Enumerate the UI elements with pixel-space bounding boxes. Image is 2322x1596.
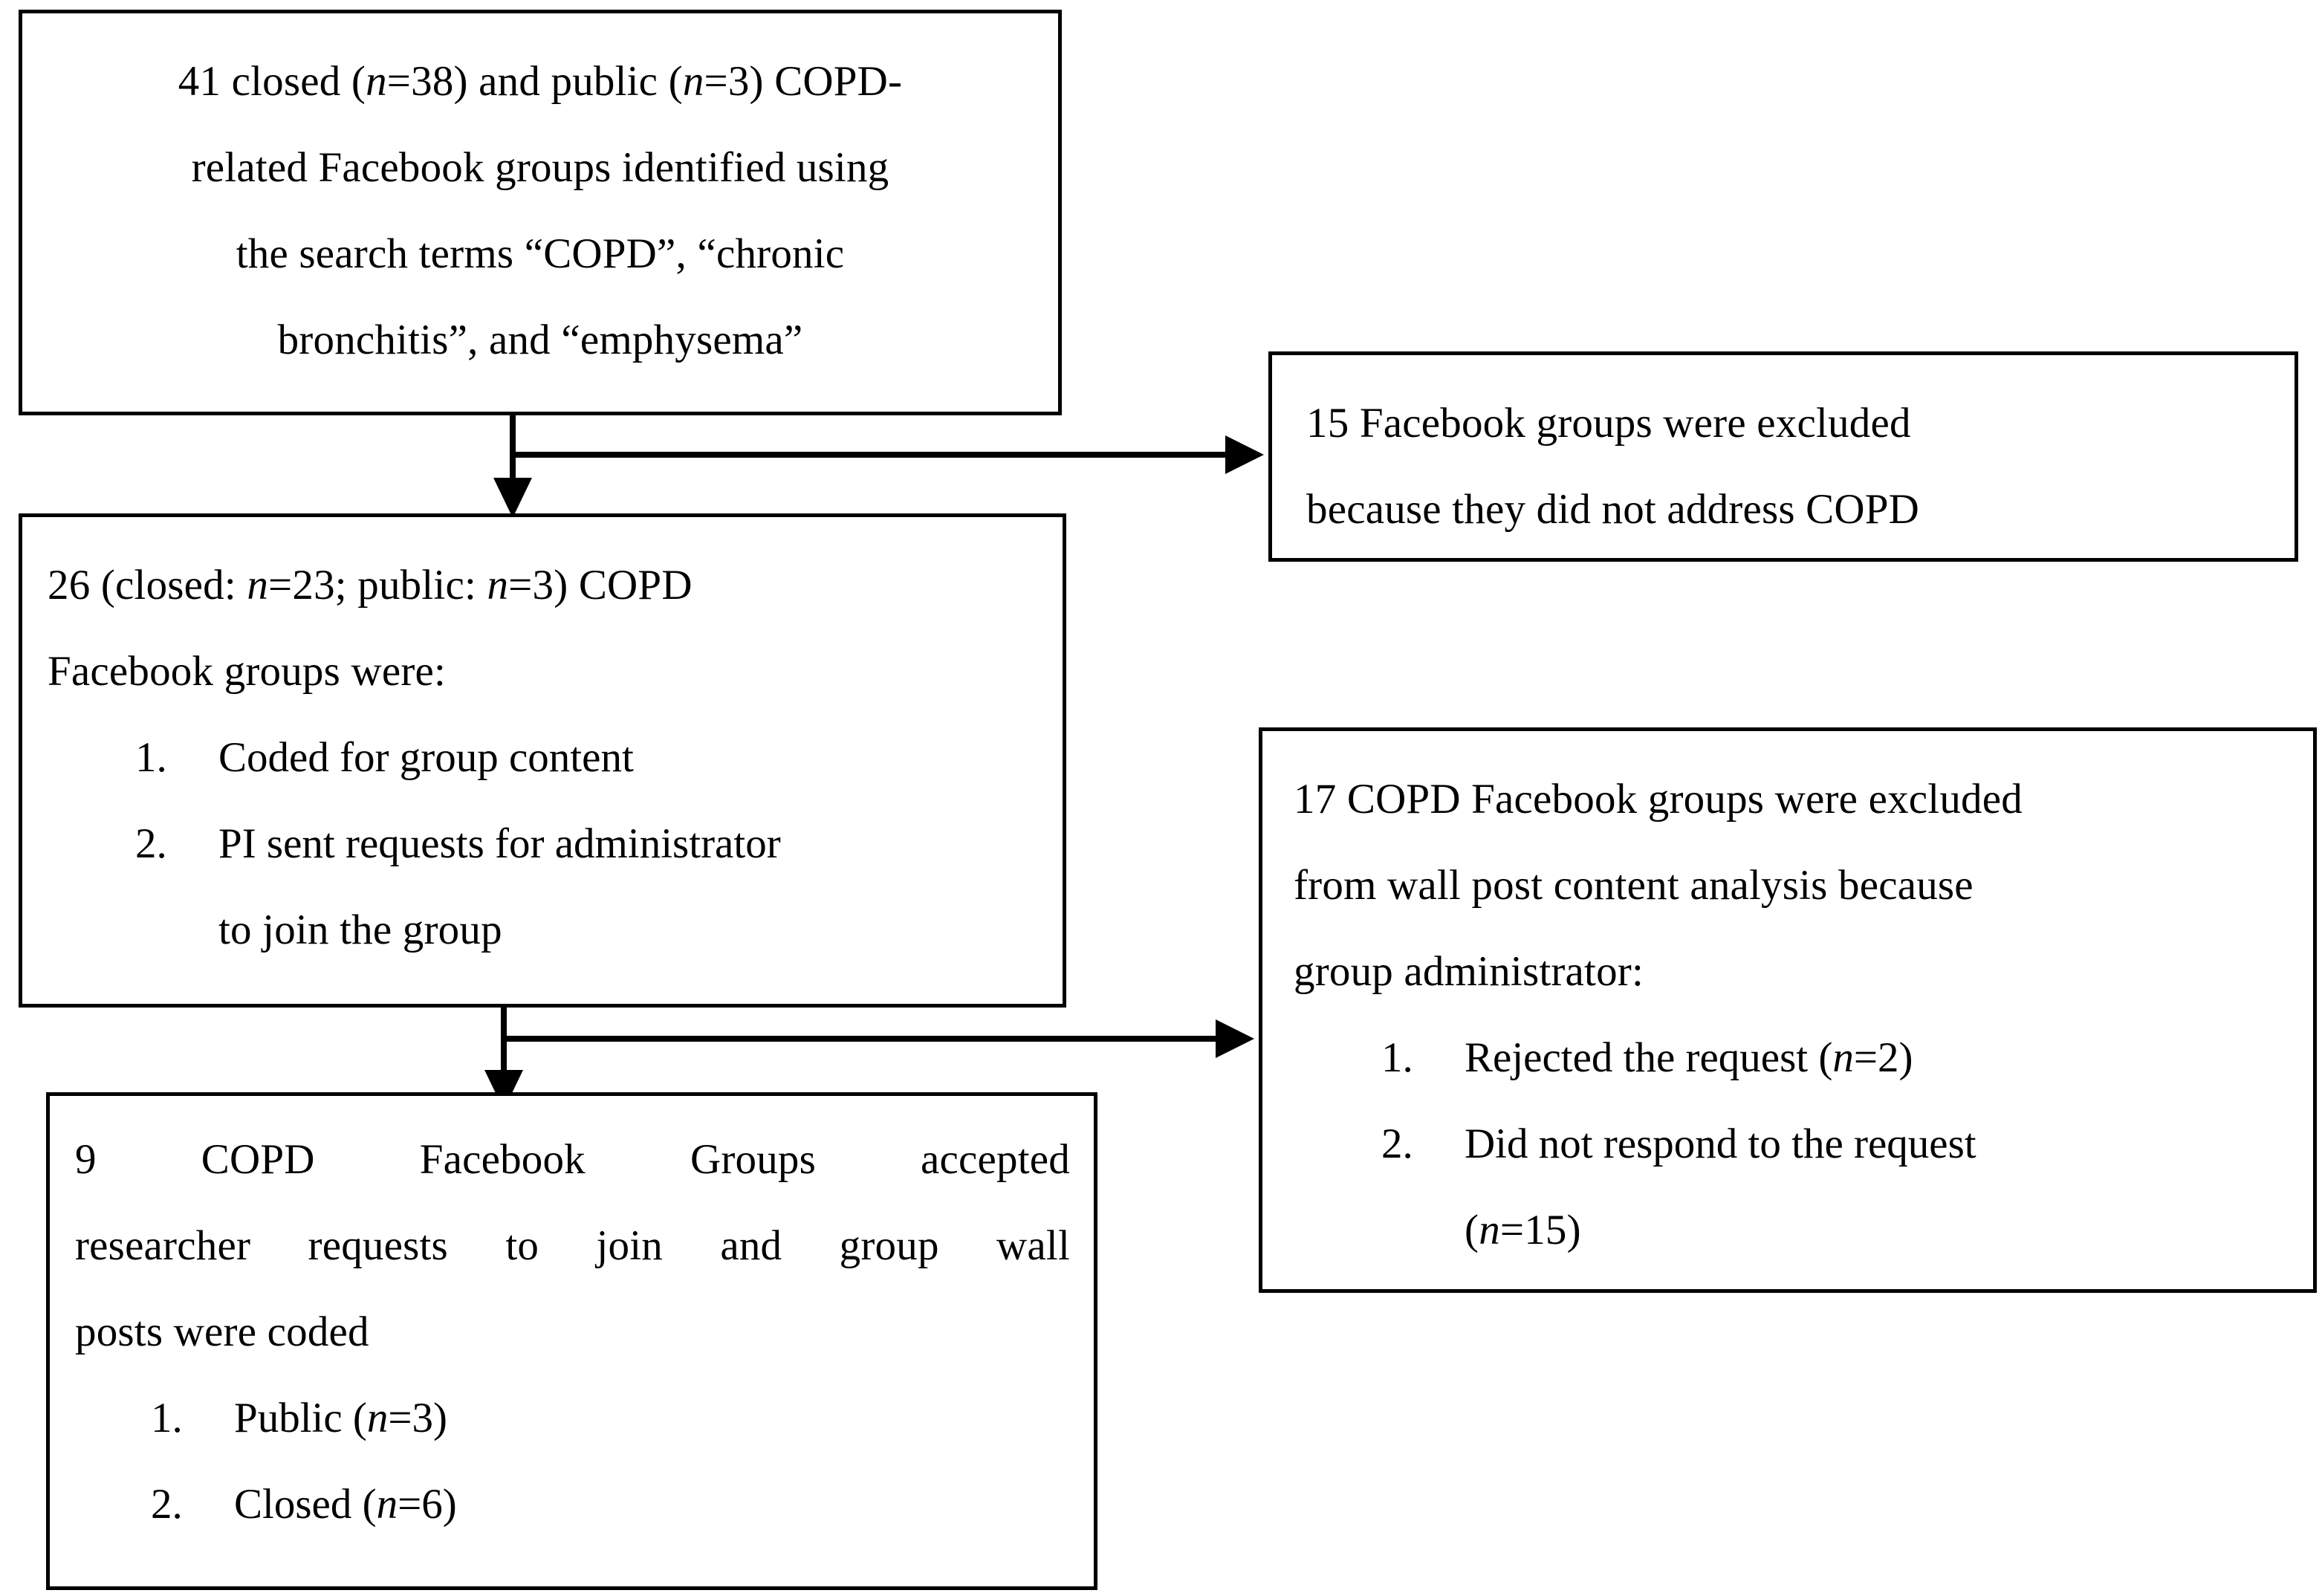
accepted-groups-list-item-2: 2. Closed (n=6) [151,1462,1070,1548]
list-text: Closed (n=6) [234,1481,457,1528]
excluded-not-copd-box: 15 Facebook groups were excluded because… [1268,351,2298,562]
list-number: 1. [135,734,167,781]
list-number: 2. [135,820,167,867]
coded-groups-list-item-2: 2. PI sent requests for administrator [135,801,1040,887]
connector-1-vertical [510,415,516,502]
list-text: PI sent requests for administrator [218,820,781,867]
identified-line-1: 41 closed (n=38) and public (n=3) COPD- [178,58,903,105]
accepted-groups-line-3: posts were coded [75,1308,369,1355]
list-number: 1. [1381,1034,1413,1081]
coded-groups-line-2: Facebook groups were: [48,648,447,695]
accepted-groups-line-1: 9 COPD Facebook Groups accepted [75,1136,1070,1183]
list-number: 1. [151,1395,183,1441]
excluded-not-copd-line-2: because they did not address COPD [1306,486,1920,533]
identified-line-2: related Facebook groups identified using [191,144,889,191]
accepted-groups-list-item-1: 1. Public (n=3) [151,1375,1070,1462]
identified-line-3: the search terms “COPD”, “chronic [236,230,845,277]
list-text: Public (n=3) [234,1395,448,1441]
connector-2-arrowhead-right [1216,1019,1254,1058]
connector-1-horizontal [510,452,1225,458]
accepted-groups-line-2: researcher requests to join and group wa… [75,1222,1070,1269]
excluded-admin-line-3: group administrator: [1294,948,1644,995]
excluded-admin-list-item-1: 1. Rejected the request (n=2) [1381,1015,2291,1101]
list-number: 2. [1381,1120,1413,1167]
coded-groups-list-item-2-continued: to join the group [218,906,502,953]
excluded-admin-line-2: from wall post content analysis because [1294,862,1974,909]
accepted-groups-box: 9 COPD Facebook Groups accepted research… [46,1092,1097,1590]
connector-2-vertical [501,1008,507,1094]
list-text: Rejected the request (n=2) [1465,1034,1913,1081]
coded-groups-line-1: 26 (closed: n=23; public: n=3) COPD [48,562,693,609]
list-number: 2. [151,1481,183,1528]
connector-2-horizontal [501,1036,1216,1042]
list-text: Did not respond to the request [1465,1120,1976,1167]
connector-1-arrowhead-right [1225,435,1264,474]
identified-line-4: bronchitis”, and “emphysema” [277,317,803,363]
excluded-admin-line-1: 17 COPD Facebook groups were excluded [1294,776,2023,823]
list-text: Coded for group content [218,734,634,781]
excluded-admin-box: 17 COPD Facebook groups were excluded fr… [1259,727,2317,1293]
identified-groups-box: 41 closed (n=38) and public (n=3) COPD- … [19,10,1062,415]
connector-1-arrowhead-down [493,478,532,518]
coded-groups-box: 26 (closed: n=23; public: n=3) COPD Face… [19,513,1066,1008]
excluded-not-copd-line-1: 15 Facebook groups were excluded [1306,400,1911,447]
coded-groups-list-item-1: 1. Coded for group content [135,715,1040,801]
excluded-admin-list-item-2-continued: (n=15) [1465,1207,1581,1253]
excluded-admin-list-item-2: 2. Did not respond to the request [1381,1101,2291,1187]
